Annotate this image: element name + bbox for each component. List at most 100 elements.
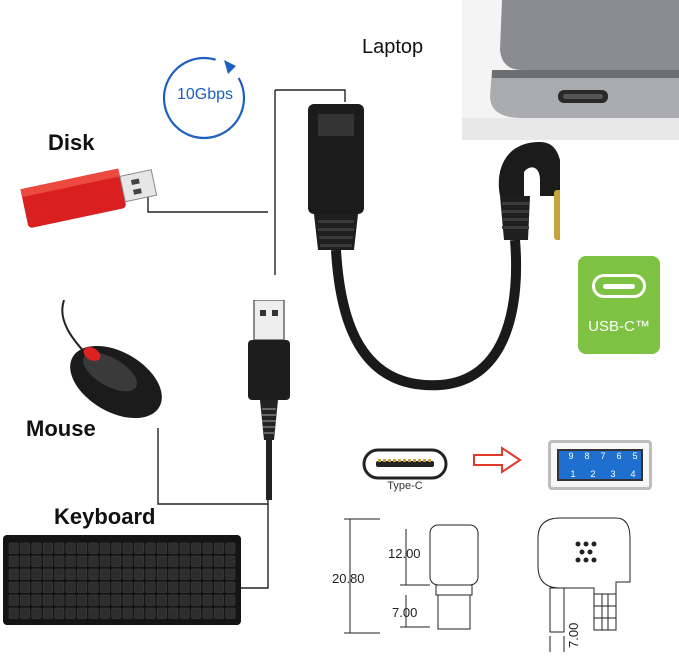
- keyboard-key: [99, 555, 110, 567]
- keyboard-key: [111, 568, 122, 580]
- keyboard-key: [88, 607, 99, 619]
- keyboard-key: [31, 568, 42, 580]
- keyboard-key: [225, 594, 236, 606]
- keyboard-key: [99, 568, 110, 580]
- keyboard-key: [168, 607, 179, 619]
- keyboard-key: [213, 594, 224, 606]
- keyboard-key: [179, 555, 190, 567]
- keyboard-key: [31, 607, 42, 619]
- keyboard-key: [213, 568, 224, 580]
- keyboard-key: [77, 555, 88, 567]
- type-c-port-icon: [362, 448, 448, 480]
- keyboard-key: [31, 555, 42, 567]
- keyboard-key: [225, 568, 236, 580]
- keyboard-key: [111, 581, 122, 593]
- keyboard-key: [145, 568, 156, 580]
- keyboard-key: [225, 555, 236, 567]
- keyboard-key: [202, 607, 213, 619]
- keyboard-key: [8, 581, 19, 593]
- keyboard-key: [213, 542, 224, 554]
- keyboard-key: [65, 542, 76, 554]
- keyboard-key: [191, 594, 202, 606]
- keyboard-key: [8, 568, 19, 580]
- keyboard-key: [31, 581, 42, 593]
- keyboard-key: [42, 542, 53, 554]
- usb-disk-image: [20, 168, 158, 228]
- keyboard-key: [202, 542, 213, 554]
- keyboard-key: [42, 594, 53, 606]
- keyboard-key: [122, 568, 133, 580]
- keyboard-key: [42, 607, 53, 619]
- dimension-drawing-side: [537, 517, 631, 652]
- keyboard-key: [168, 594, 179, 606]
- keyboard-key: [8, 607, 19, 619]
- keyboard-image: [3, 535, 241, 625]
- keyboard-key: [31, 594, 42, 606]
- keyboard-key: [99, 607, 110, 619]
- keyboard-key: [111, 607, 122, 619]
- keyboard-key: [42, 555, 53, 567]
- keyboard-key: [213, 581, 224, 593]
- keyboard-key: [54, 607, 65, 619]
- dimension-drawing-front: [344, 518, 479, 634]
- keyboard-key: [77, 594, 88, 606]
- dim-plug-length-side: 7.00: [566, 622, 581, 648]
- usb-c-badge-label: USB-C™: [588, 318, 650, 335]
- keyboard-key: [77, 607, 88, 619]
- keyboard-key: [134, 581, 145, 593]
- keyboard-key: [191, 555, 202, 567]
- keyboard-key: [145, 594, 156, 606]
- keyboard-key: [8, 555, 19, 567]
- keyboard-key: [111, 542, 122, 554]
- keyboard-key: [134, 568, 145, 580]
- keyboard-key: [77, 568, 88, 580]
- keyboard-key: [225, 542, 236, 554]
- keyboard-label: Keyboard: [54, 504, 156, 529]
- keyboard-key: [122, 581, 133, 593]
- keyboard-key: [202, 568, 213, 580]
- keyboard-key: [134, 555, 145, 567]
- keyboard-key: [122, 607, 133, 619]
- keyboard-key: [20, 594, 31, 606]
- keyboard-key: [88, 542, 99, 554]
- keyboard-key: [20, 607, 31, 619]
- keyboard-key: [65, 594, 76, 606]
- keyboard-key: [134, 594, 145, 606]
- keyboard-key: [168, 581, 179, 593]
- keyboard-key: [20, 568, 31, 580]
- keyboard-key: [42, 581, 53, 593]
- dim-total-height: 20.80: [332, 571, 365, 586]
- keyboard-key: [31, 542, 42, 554]
- dim-plug-length: 7.00: [392, 605, 418, 620]
- keyboard-key: [88, 594, 99, 606]
- keyboard-key: [145, 555, 156, 567]
- mouse-label: Mouse: [26, 416, 96, 441]
- keyboard-key: [134, 542, 145, 554]
- usb-c-port-icon: [592, 274, 646, 298]
- keyboard-key: [145, 581, 156, 593]
- mouse-image: [61, 300, 162, 419]
- keyboard-key: [156, 594, 167, 606]
- keyboard-key: [122, 555, 133, 567]
- keyboard-key: [77, 581, 88, 593]
- keyboard-key: [20, 542, 31, 554]
- laptop-label: Laptop: [362, 36, 424, 58]
- usb-female-to-type-c-cable: [308, 104, 560, 391]
- keyboard-key: [54, 581, 65, 593]
- keyboard-key: [77, 542, 88, 554]
- keyboard-key: [191, 568, 202, 580]
- keyboard-key: [99, 581, 110, 593]
- laptop-image: [462, 0, 679, 140]
- speed-badge-icon: [162, 56, 246, 140]
- keyboard-key: [156, 581, 167, 593]
- keyboard-key: [213, 555, 224, 567]
- keyboard-key: [156, 607, 167, 619]
- keyboard-key: [99, 542, 110, 554]
- keyboard-key: [65, 607, 76, 619]
- usb-pin-row-bottom: 1 2 3 4: [570, 469, 636, 479]
- keyboard-key: [54, 568, 65, 580]
- keyboard-key: [8, 542, 19, 554]
- keyboard-key: [42, 568, 53, 580]
- keyboard-key: [156, 542, 167, 554]
- keyboard-key: [191, 581, 202, 593]
